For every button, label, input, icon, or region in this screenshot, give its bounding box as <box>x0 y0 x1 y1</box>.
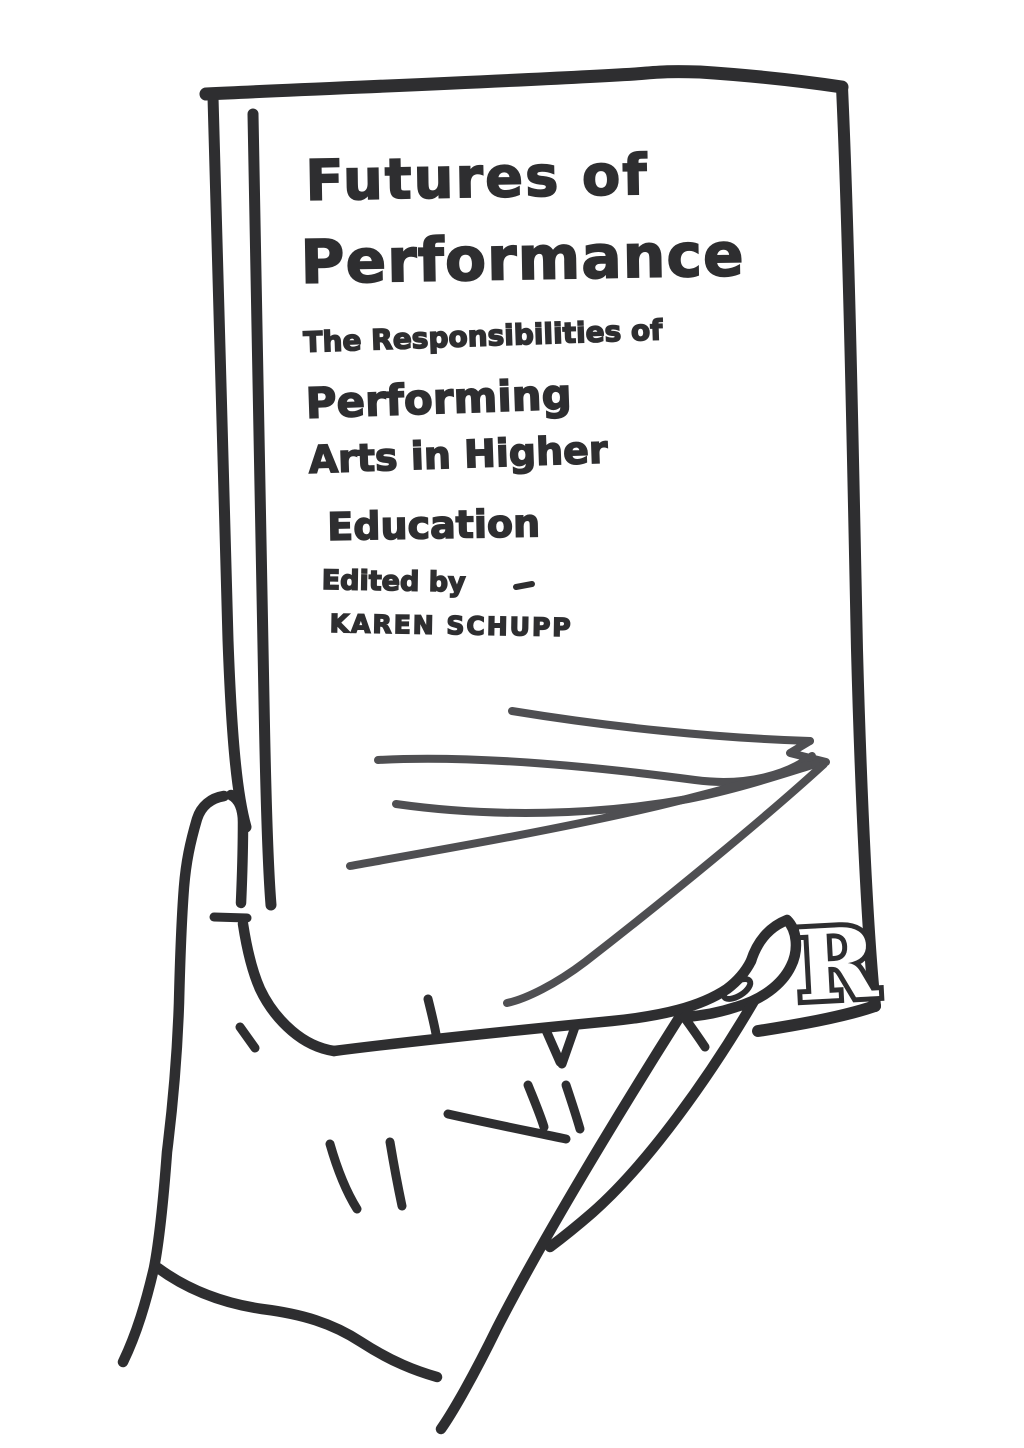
hand-lower-outer-contour <box>544 995 760 1253</box>
pen-mark <box>513 581 535 590</box>
book-right-edge <box>836 81 881 1012</box>
thumb-right-edge <box>225 789 249 909</box>
publisher-r-logo: R <box>793 905 881 1023</box>
index-fingertip <box>678 914 802 1023</box>
finger-fork-stroke <box>557 1019 581 1069</box>
palm-crease <box>523 1080 549 1132</box>
hand-lower-inner-contour <box>435 1012 685 1435</box>
palm-crease <box>385 1137 407 1211</box>
palm-base-line <box>152 1262 443 1383</box>
speed-line-long-diagonal <box>503 760 828 1007</box>
fingernail <box>720 976 754 1002</box>
speed-line <box>508 707 814 745</box>
book-bottom-edge <box>752 1000 881 1037</box>
thumb-web-edge <box>237 918 340 1057</box>
palm-crease <box>443 1109 571 1144</box>
knuckle-crease <box>679 1012 710 1052</box>
speed-line <box>346 761 812 870</box>
knuckle-crease <box>561 1080 585 1134</box>
book-spine-inner-edge <box>247 108 277 911</box>
book-outline <box>199 65 881 1037</box>
web-spur-stroke <box>235 1022 260 1053</box>
index-finger-top-edge <box>328 955 757 1057</box>
book-top-edge <box>199 65 849 101</box>
speed-line <box>374 752 816 786</box>
palm-crease <box>325 1139 362 1214</box>
hand-drawing <box>117 789 802 1435</box>
book-spine-outer-edge <box>207 91 252 833</box>
finger-fork-stroke <box>540 1023 565 1067</box>
knuckle-crease <box>423 994 441 1039</box>
thumb-crease <box>209 912 252 923</box>
gesture-speed-lines <box>346 707 830 1007</box>
